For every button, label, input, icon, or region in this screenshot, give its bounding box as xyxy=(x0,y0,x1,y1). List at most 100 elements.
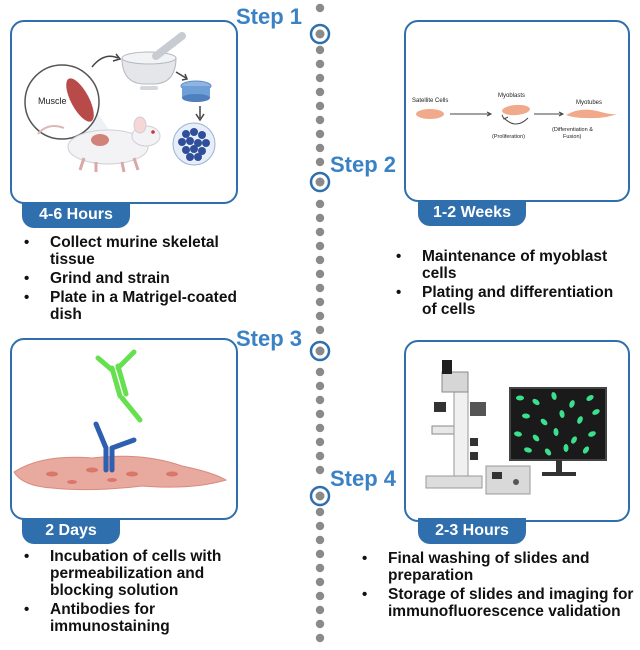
step-2-label: Step 2 xyxy=(330,152,397,177)
timeline-dot xyxy=(315,507,325,517)
myotube-shape xyxy=(566,109,620,119)
muscle-magnifier-circle xyxy=(24,64,100,140)
dish-cell xyxy=(198,131,206,139)
myoblast-culture-illustration: Satellite Cells Myoblasts Myotubes (Prol… xyxy=(412,93,620,140)
timeline-dot xyxy=(315,633,325,643)
timeline-dot xyxy=(315,535,325,545)
timeline-dot xyxy=(315,451,325,461)
timeline-dot xyxy=(315,311,325,321)
timeline-dot xyxy=(315,521,325,531)
fluorescent-cell xyxy=(582,446,590,454)
step-3-label: Step 3 xyxy=(236,326,303,351)
fluorescent-cell xyxy=(563,444,569,452)
step-4-bullet: Storage of slides and imaging for immuno… xyxy=(360,586,638,620)
timeline-dot xyxy=(315,395,325,405)
dish-cell xyxy=(186,153,194,161)
timeline-dot xyxy=(315,3,325,13)
fluorescent-cell xyxy=(586,395,594,401)
fluorescent-cell xyxy=(516,395,524,401)
fluorescent-cell xyxy=(532,434,540,442)
timeline-dot xyxy=(315,619,325,629)
timeline-dot xyxy=(315,157,325,167)
timeline-dot xyxy=(315,325,325,335)
timeline-dot xyxy=(315,563,325,573)
timeline-dot xyxy=(315,605,325,615)
timeline-dot xyxy=(315,297,325,307)
timeline-dot xyxy=(315,577,325,587)
timeline-dot xyxy=(315,437,325,447)
step-1-duration: 4-6 Hours xyxy=(22,202,130,228)
timeline-dot xyxy=(315,381,325,391)
cell-strainer-icon xyxy=(180,80,212,102)
step-2-panel: Satellite Cells Myoblasts Myotubes (Prol… xyxy=(404,20,630,202)
dish-cell xyxy=(198,147,206,155)
step-2-bullet: Plating and differentiation of cells xyxy=(394,284,630,318)
timeline-dot xyxy=(315,423,325,433)
fluorescent-cell xyxy=(592,409,600,415)
step-4-label: Step 4 xyxy=(330,466,397,491)
fluorescent-cell xyxy=(524,447,532,453)
proliferation-label: (Proliferation) xyxy=(492,134,525,140)
microscope-icon xyxy=(425,360,486,489)
process-arrows xyxy=(91,53,205,122)
timeline xyxy=(309,3,331,643)
step-1-label: Step 1 xyxy=(236,4,303,29)
culture-arrows xyxy=(450,111,565,125)
fluorescent-cell xyxy=(514,431,522,437)
fluorescent-cell xyxy=(522,413,530,419)
dish-cell xyxy=(178,138,186,146)
timeline-dot xyxy=(315,45,325,55)
secondary-antibody-icon xyxy=(93,421,137,473)
fluorescent-cell xyxy=(571,436,577,444)
timeline-node-3 xyxy=(309,340,331,362)
timeline-dot xyxy=(315,73,325,83)
fluorescent-cell xyxy=(540,418,548,426)
timeline-dot xyxy=(315,409,325,419)
dish-cell xyxy=(194,139,202,147)
timeline-dot xyxy=(315,227,325,237)
mouse-icon xyxy=(37,116,161,173)
fluorescent-cell xyxy=(544,448,552,456)
timeline-dot xyxy=(315,101,325,111)
timeline-node-1 xyxy=(309,23,331,45)
step-3-bullet: Incubation of cells with permeabilizatio… xyxy=(22,548,262,599)
primary-antibody-icon xyxy=(95,349,143,423)
timeline-node-2 xyxy=(309,171,331,193)
cell-tissue-shape xyxy=(13,455,228,491)
differentiation-label-2: Fusion) xyxy=(563,134,582,140)
dish-cell xyxy=(194,153,202,161)
timeline-dots xyxy=(315,3,325,643)
imaging-illustration xyxy=(425,360,607,495)
step-1-panel: Muscle xyxy=(10,20,238,204)
dish-cell xyxy=(182,130,190,138)
timeline-dot xyxy=(315,115,325,125)
step-3-bullet: Antibodies for immunostaining xyxy=(22,601,262,635)
dish-cell xyxy=(190,145,198,153)
step-4-duration: 2-3 Hours xyxy=(418,518,526,544)
muscle-label: Muscle xyxy=(38,96,67,106)
fluorescent-cell xyxy=(559,410,565,418)
timeline-dot xyxy=(315,199,325,209)
myotubes-label: Myotubes xyxy=(576,100,602,106)
dish-cell xyxy=(190,128,198,136)
tissue-collection-illustration: Muscle xyxy=(24,32,216,173)
dish-cell xyxy=(186,137,194,145)
immunostaining-illustration xyxy=(13,349,228,491)
step-3-bullets: Incubation of cells with permeabilizatio… xyxy=(22,548,262,637)
step-1-bullet: Grind and strain xyxy=(22,270,262,287)
fluorescent-cell xyxy=(588,431,596,437)
step-1-bullet: Collect murine skeletal tissue xyxy=(22,234,262,268)
timeline-dot xyxy=(315,283,325,293)
step-2-duration: 1-2 Weeks xyxy=(418,200,526,226)
timeline-dot xyxy=(315,465,325,475)
fluorescent-cell xyxy=(569,400,575,408)
step-2-bullet: Maintenance of myoblast cells xyxy=(394,248,630,282)
timeline-node-4 xyxy=(309,485,331,507)
fluorescent-cell xyxy=(577,416,583,424)
dish-cell xyxy=(182,146,190,154)
light-source-controller-icon xyxy=(485,465,531,495)
timeline-dot xyxy=(315,143,325,153)
step-1-bullet: Plate in a Matrigel-coated dish xyxy=(22,289,262,323)
satellite-cell-shape xyxy=(416,109,444,119)
fluorescent-cell xyxy=(553,428,559,436)
